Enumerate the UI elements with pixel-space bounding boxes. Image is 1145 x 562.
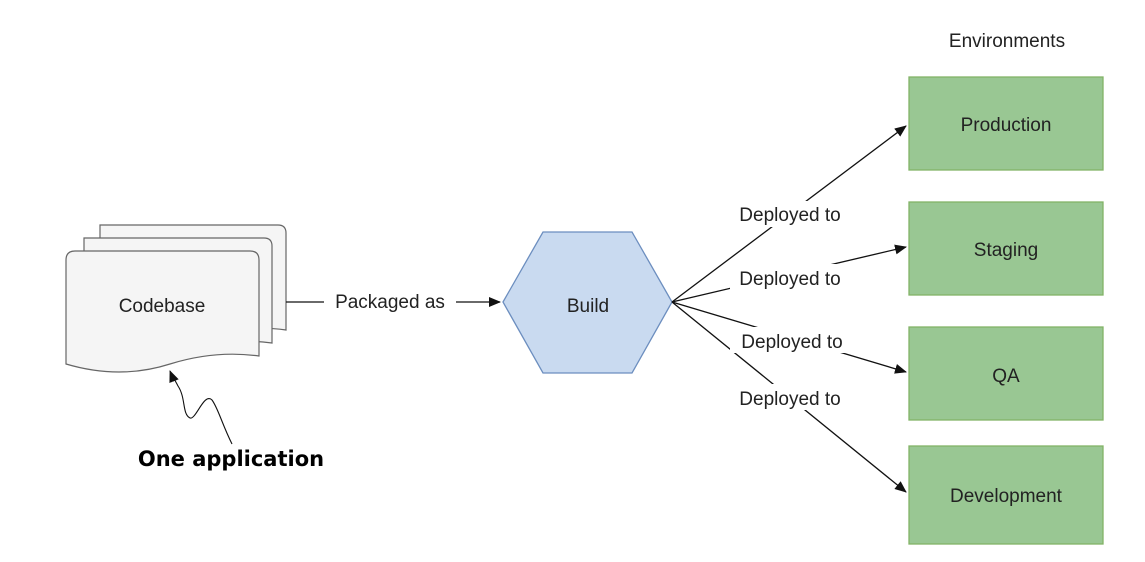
codebase-label: Codebase (119, 296, 206, 317)
deploy-label-production: Deployed to (739, 205, 840, 226)
packaged-as-label: Packaged as (335, 292, 445, 313)
environments-heading: Environments (949, 31, 1065, 52)
annotation-one-application: One application (138, 447, 324, 471)
env-label-development: Development (950, 486, 1063, 507)
env-box-qa: QA (908, 326, 1104, 421)
env-box-development: Development (908, 445, 1104, 545)
deploy-label-development: Deployed to (739, 389, 840, 410)
env-box-staging: Staging (908, 201, 1104, 296)
deploy-label-staging: Deployed to (739, 269, 840, 290)
env-label-staging: Staging (974, 240, 1038, 261)
build-label: Build (567, 296, 609, 317)
deploy-label-qa: Deployed to (741, 332, 842, 353)
codebase-document-stack: Codebase (65, 224, 287, 373)
annotation-pointer (169, 370, 233, 445)
build-hexagon: Build (502, 231, 673, 374)
env-box-production: Production (908, 76, 1104, 171)
env-label-production: Production (961, 115, 1052, 136)
env-label-qa: QA (992, 366, 1020, 387)
